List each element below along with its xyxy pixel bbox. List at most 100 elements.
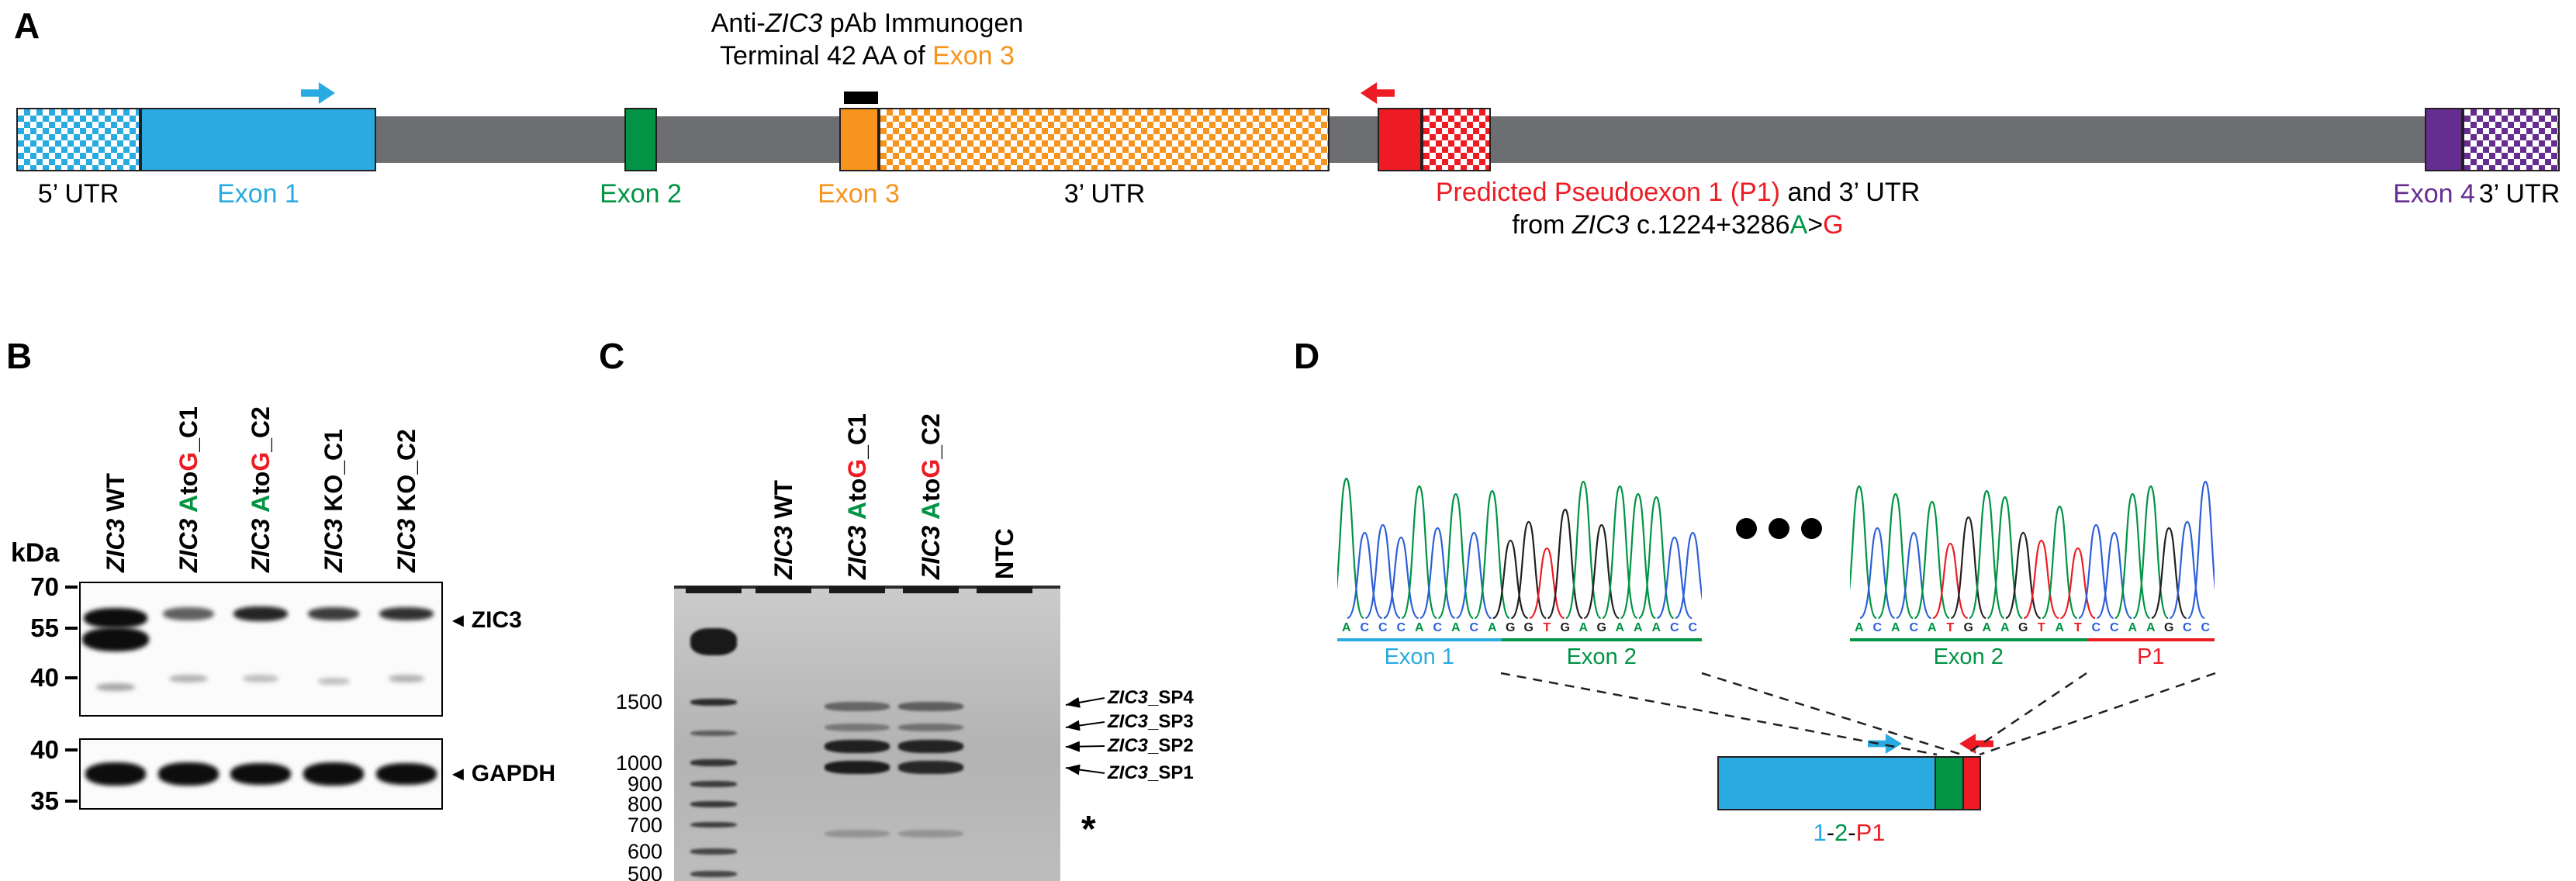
ladder-band — [690, 781, 737, 787]
trace-peak — [1896, 531, 1932, 620]
pseudoexon-p1-box — [1378, 108, 1422, 171]
wb-band — [169, 675, 208, 683]
trace-peak — [1620, 492, 1657, 620]
text-segment: G — [1823, 210, 1844, 240]
panel-b-letter: B — [6, 336, 33, 376]
wb-band — [233, 606, 288, 622]
ladder-size-label: 800 — [627, 792, 662, 816]
ladder-band — [690, 871, 737, 877]
wb-lane-label: ZIC3 AtoG_C1 — [175, 406, 202, 572]
left-arrowhead-icon: ◄ — [448, 610, 468, 631]
kda-marker: 55 — [30, 613, 59, 642]
wb-lane-label: ZIC3 AtoG_C2 — [247, 406, 275, 572]
dashed-connector — [1979, 672, 2216, 756]
product-arrow-sp4 — [1065, 696, 1105, 708]
gel-band — [898, 723, 963, 732]
gapdh-target-label: GAPDH — [471, 761, 556, 786]
product-arrow-sp2 — [1065, 741, 1105, 752]
region-underline — [1850, 638, 2087, 641]
text-segment: P1 — [1855, 819, 1886, 846]
exon4-label: Exon 4 — [2393, 179, 2475, 209]
base-letter: G — [1560, 621, 1570, 634]
text-segment: _C2 — [247, 406, 275, 452]
ellipsis-dot — [1801, 518, 1822, 539]
text-segment: _SP3 — [1148, 711, 1194, 732]
text-segment: ZIC3 — [769, 525, 797, 579]
region-underline — [1337, 638, 1502, 641]
wb-band — [317, 678, 350, 686]
base-letter: A — [1633, 621, 1643, 634]
text-segment: to — [917, 478, 945, 502]
chromatogram-exon2-p1 — [1850, 480, 2215, 620]
base-letter: C — [1909, 621, 1919, 634]
zic3-target-label: ZIC3 — [471, 607, 522, 633]
base-letter: G — [1596, 621, 1606, 634]
base-letter: A — [2128, 621, 2138, 634]
text-segment: ZIC3 — [247, 518, 275, 572]
text-segment: _SP1 — [1148, 762, 1194, 783]
text-segment: G — [917, 458, 945, 479]
schematic-exon1-box — [1717, 756, 1936, 810]
text-segment: ZIC3 — [320, 518, 348, 572]
pseudoexon-caption-line1: Predicted Pseudoexon 1 (P1) and 3’ UTR — [1436, 177, 1920, 208]
wb-band — [158, 762, 219, 786]
gel-band — [898, 829, 963, 838]
utr3-label: 3’ UTR — [1063, 179, 1146, 209]
dashed-connector — [1701, 672, 1962, 756]
base-letter: A — [1341, 621, 1351, 634]
base-letter: A — [2055, 621, 2065, 634]
ladder-band — [690, 848, 737, 855]
ladder-band — [690, 698, 737, 707]
ladder-size-label: 500 — [627, 862, 662, 881]
text-segment: _SP4 — [1148, 687, 1194, 708]
ladder-size-label: 1500 — [615, 690, 662, 714]
wb-lane-label: ZIC3 WT — [102, 473, 130, 572]
kda-tick — [65, 676, 78, 679]
text-segment: ZIC3 — [843, 525, 871, 579]
gapdh-band-annotation: ◄ GAPDH — [448, 761, 555, 787]
gel-lane-label: ZIC3 AtoG_C2 — [917, 413, 945, 579]
base-letter: G — [2164, 621, 2174, 634]
text-segment: _C2 — [917, 413, 945, 459]
region-underline — [2087, 638, 2215, 641]
kda-tick — [65, 800, 78, 803]
wb-band — [163, 607, 214, 621]
text-segment: ZIC3 — [765, 9, 823, 38]
base-letter: T — [2073, 621, 2082, 634]
trace-peak — [1675, 531, 1702, 620]
base-letter: A — [1487, 621, 1497, 634]
text-segment: 2 — [1834, 819, 1848, 846]
ladder-size-label: 600 — [627, 839, 662, 863]
gel-well — [903, 586, 959, 593]
immunogen-region-mark — [844, 92, 878, 104]
region-underline — [1501, 638, 1702, 641]
gel-band — [898, 740, 963, 754]
transcript-1-2-p1-label: 1-2-P1 — [1813, 817, 1885, 848]
base-letter: A — [1651, 621, 1661, 634]
text-segment: to — [175, 471, 202, 495]
text-segment: ZIC3 — [1108, 687, 1149, 708]
text-segment: A — [247, 494, 275, 513]
agarose-gel — [674, 586, 1060, 881]
kda-marker: 70 — [30, 572, 59, 601]
trace-peak — [1583, 523, 1620, 620]
base-letter: A — [1982, 621, 1992, 634]
text-segment: - — [1848, 819, 1856, 846]
base-letter: C — [1669, 621, 1679, 634]
text-segment: WT — [769, 480, 797, 526]
text-segment: NTC — [991, 528, 1018, 579]
kda-tick — [65, 586, 78, 589]
exon2-label: Exon 2 — [600, 179, 682, 209]
base-letter: A — [1854, 621, 1864, 634]
chromatogram-exon1-exon2 — [1337, 477, 1702, 620]
base-letter: C — [2201, 621, 2211, 634]
trace-peak — [2169, 520, 2205, 620]
left-arrowhead-icon: ◄ — [448, 763, 468, 785]
base-letter: C — [2091, 621, 2101, 634]
text-segment: c.1224+3286 — [1629, 210, 1790, 240]
gel-well — [686, 586, 742, 593]
text-segment: A — [175, 494, 202, 513]
product-arrow-sp3 — [1065, 720, 1105, 731]
pseudoexon-utr-box — [1422, 108, 1491, 171]
gel-well — [977, 586, 1032, 593]
